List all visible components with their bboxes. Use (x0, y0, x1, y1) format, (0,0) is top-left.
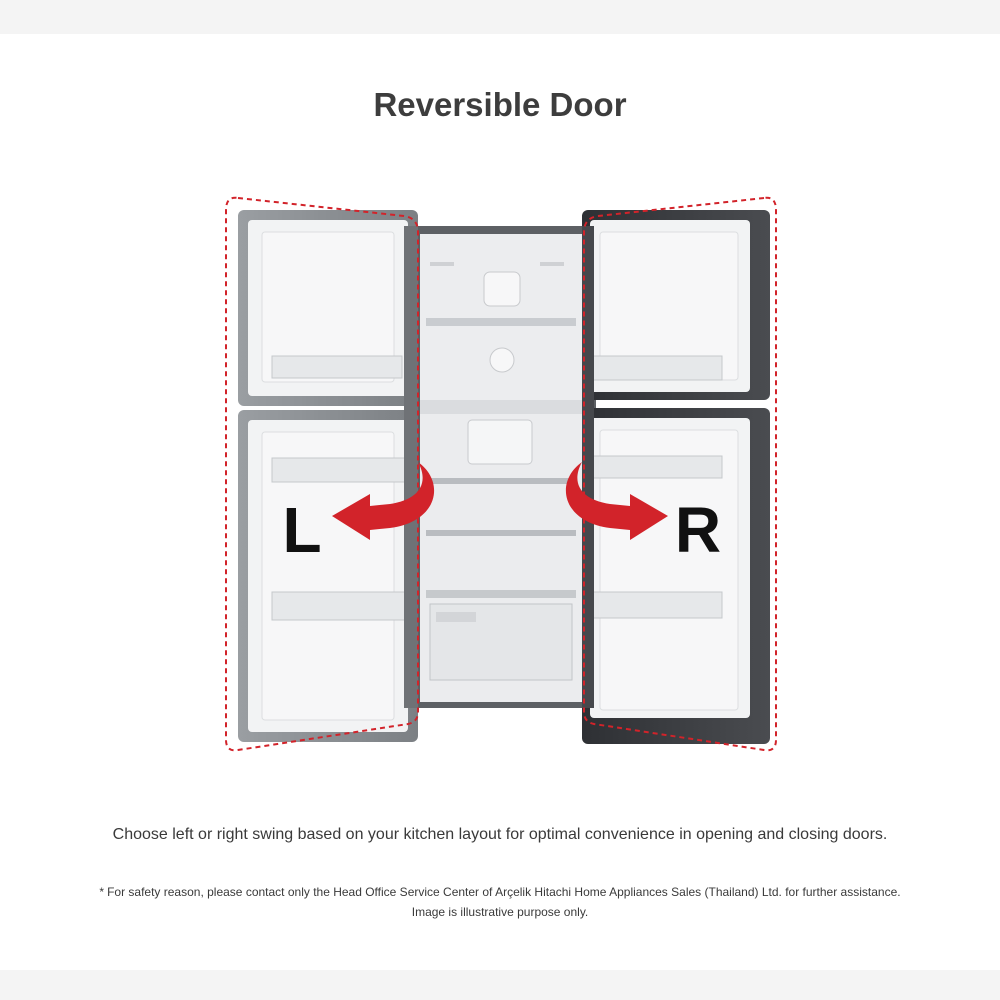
footnote-line-2: Image is illustrative purpose only. (411, 905, 589, 920)
footnote-text-1: For safety reason, please contact only t… (107, 885, 901, 899)
top-band (0, 0, 1000, 34)
footnote-line-1: *For safety reason, please contact only … (0, 882, 1000, 902)
right-door-marker: R (675, 494, 721, 566)
reversible-door-illustration: L R (225, 196, 777, 752)
fridge-cabinet (408, 226, 596, 708)
footnote-asterisk: * (99, 885, 105, 899)
footnote: *For safety reason, please contact only … (0, 882, 1000, 923)
left-door (238, 210, 418, 742)
caption-text: Choose left or right swing based on your… (112, 826, 888, 843)
left-swing-arrow (332, 462, 435, 540)
right-door-outline (583, 196, 777, 752)
right-swing-arrow (565, 462, 668, 540)
bottom-band (0, 970, 1000, 1000)
left-door-marker: L (282, 494, 321, 566)
page-title: Reversible Door (373, 86, 627, 123)
left-door-outline (225, 196, 419, 752)
right-door (582, 210, 770, 744)
